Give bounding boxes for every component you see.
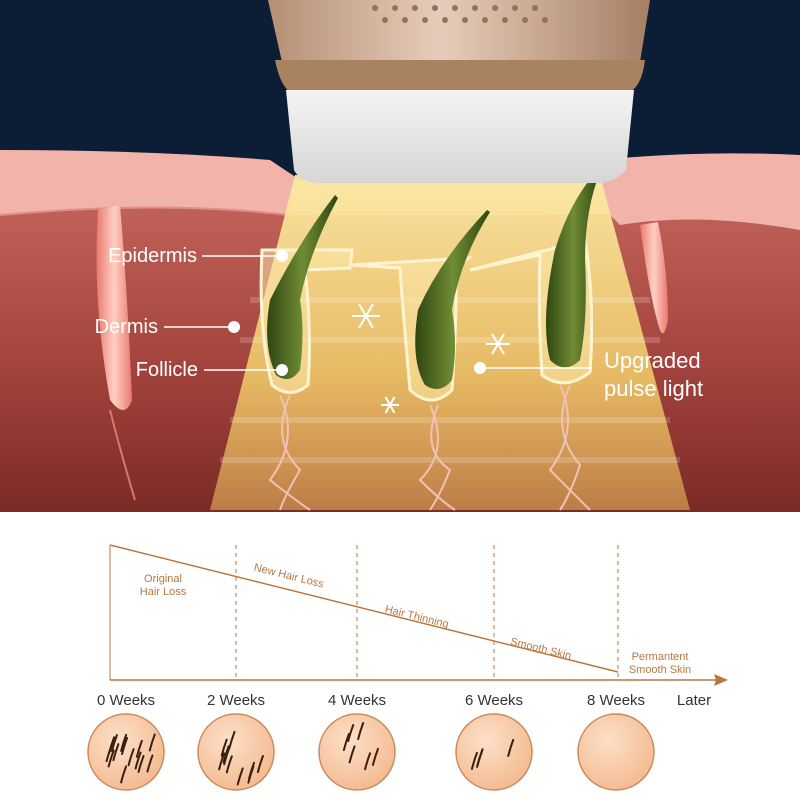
stage-label: Smooth Skin	[509, 636, 572, 663]
ipl-device	[268, 0, 650, 183]
hair-stroke	[222, 745, 230, 764]
hair-stroke	[228, 730, 236, 749]
hair-stroke	[121, 736, 129, 755]
stage-label: New Hair Loss	[253, 562, 326, 591]
week-label: 6 Weeks	[465, 692, 523, 709]
label-follicle: Follicle	[136, 359, 198, 381]
hair-stroke	[110, 734, 118, 753]
callout-dots	[228, 250, 486, 376]
snowflake-icon-1	[352, 303, 380, 329]
follicle-dot	[276, 364, 288, 376]
hair-stroke	[137, 754, 145, 773]
hair-2	[415, 210, 490, 389]
callout-lines	[164, 255, 592, 371]
label-pulse-light-line1: Upgraded	[604, 348, 701, 373]
pulse-light-dot	[474, 362, 486, 374]
snowflake-icon-3	[381, 396, 399, 414]
hair-stroke	[347, 724, 355, 743]
hair-stroke	[134, 751, 142, 770]
hair-stroke	[146, 754, 154, 773]
hair-stroke	[220, 738, 228, 757]
hair-stroke	[476, 748, 484, 767]
hair-stroke	[348, 745, 356, 764]
epidermis-dot	[276, 250, 288, 262]
skin-circle	[577, 713, 655, 791]
week-label: 4 Weeks	[328, 692, 386, 709]
hair-stroke	[507, 738, 515, 757]
stage-label: Hair Thinning	[384, 603, 450, 630]
blood-vessel-right	[640, 222, 668, 334]
arrow-icon	[714, 674, 728, 686]
nerve-fibers	[268, 384, 591, 511]
hair-stroke	[236, 767, 244, 786]
week-label: 0 Weeks	[97, 692, 155, 709]
week-markers	[235, 545, 619, 680]
hair-stroke	[112, 743, 120, 762]
hair-stroke	[107, 749, 115, 768]
hair-stroke	[256, 755, 264, 774]
skin-circle	[455, 713, 533, 791]
week-labels: 0 Weeks 2 Weeks 4 Weeks 6 Weeks 8 Weeks	[97, 692, 645, 709]
hair-stroke	[135, 739, 143, 758]
hair-stroke	[120, 733, 128, 752]
device-head	[286, 90, 634, 183]
skin-circle	[87, 713, 165, 791]
hair-stroke	[108, 736, 116, 755]
hair-stroke	[357, 722, 365, 741]
hair-1	[267, 195, 338, 379]
week-label: 2 Weeks	[207, 692, 265, 709]
skin-circle	[197, 713, 275, 791]
hair-stroke	[127, 748, 135, 767]
hair-stroke	[148, 733, 156, 752]
hair-stroke	[218, 752, 226, 771]
hair-stroke	[225, 755, 233, 774]
label-epidermis: Epidermis	[108, 245, 197, 267]
label-dermis: Dermis	[95, 316, 158, 338]
device-band	[275, 60, 645, 92]
dermis-dot	[228, 321, 240, 333]
hair-3	[546, 170, 600, 368]
hair-stroke	[342, 733, 350, 752]
label-pulse-light-line2: pulse light	[604, 376, 703, 401]
hair-stroke	[120, 765, 128, 784]
vent-holes	[372, 5, 548, 23]
hair-shafts	[267, 170, 600, 389]
blood-vessel-left	[96, 205, 136, 501]
week-label: 8 Weeks	[587, 692, 645, 709]
skin-circles	[87, 713, 655, 791]
snowflake-icon-2	[486, 333, 510, 355]
later-label: Later	[677, 692, 711, 709]
hair-stroke	[371, 747, 379, 766]
hair-stroke	[470, 751, 478, 770]
cooling-snowflakes	[352, 303, 510, 414]
device-body	[268, 0, 650, 62]
decline-line	[109, 544, 619, 673]
skin-circle	[318, 713, 396, 791]
hair-stroke	[364, 752, 372, 771]
hair-stroke	[248, 761, 256, 780]
hair-stroke	[223, 747, 231, 766]
